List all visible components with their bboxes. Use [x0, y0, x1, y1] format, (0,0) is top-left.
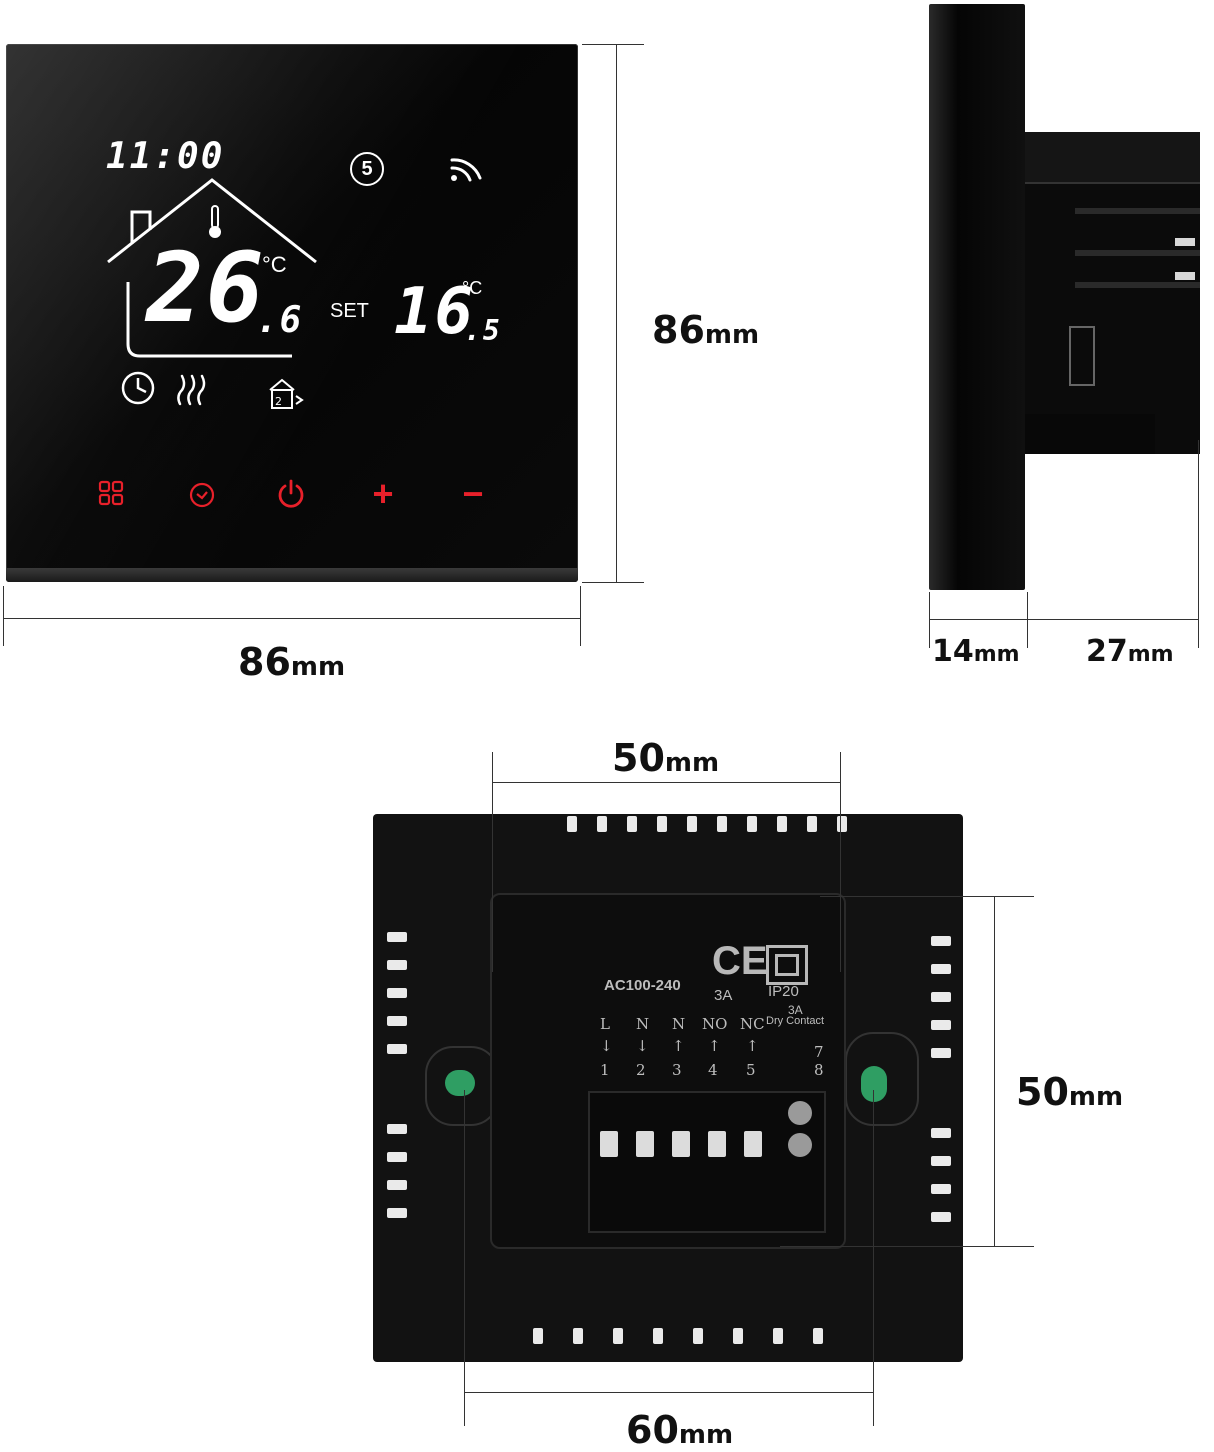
set-label: SET	[330, 300, 369, 322]
side-view-body	[1025, 132, 1200, 454]
dim-tick	[780, 1246, 1034, 1247]
dry-terminal-7: 7	[814, 1043, 824, 1061]
screw-icon	[788, 1101, 812, 1125]
dim-tick	[929, 592, 930, 648]
heating-icon	[177, 374, 206, 406]
dry-terminal-8: 8	[814, 1061, 824, 1079]
back-terminal-module: CE AC100-240 3A IP20 3A Dry Contact L 1 …	[490, 893, 846, 1249]
voltage-label: AC100-240	[604, 977, 681, 994]
dim-tick	[873, 1090, 874, 1426]
set-temperature-unit: °C	[462, 278, 483, 298]
schedule-touch-button[interactable]	[188, 480, 216, 508]
plus-touch-button[interactable]: +	[372, 473, 394, 514]
room-temperature-integer: 26	[146, 232, 266, 344]
room-temperature-unit: °C	[262, 252, 287, 277]
room-temperature-decimal: .6	[256, 300, 304, 341]
dim-tick	[582, 582, 644, 583]
set-temperature-decimal: .5	[464, 314, 502, 347]
depth-dimension-line	[929, 619, 1199, 620]
arrow-up-icon: ↑	[708, 1037, 721, 1055]
svg-text:2: 2	[275, 395, 282, 408]
right-mounting-hole	[845, 1032, 919, 1126]
arrow-up-icon: ↑	[746, 1037, 759, 1055]
module-width-label: 50mm	[612, 736, 720, 780]
terminal-3-number: 3	[672, 1061, 682, 1079]
front-height-label: 86mm	[652, 308, 760, 352]
dim-tick	[1027, 592, 1028, 648]
dry-contact-label: Dry Contact	[766, 1015, 825, 1027]
terminal-2-name: N	[636, 1015, 650, 1033]
away-mode-icon: 2	[269, 378, 304, 409]
ip-rating-label: IP20	[768, 983, 799, 1000]
terminal-4-name: NO	[702, 1015, 728, 1033]
house-outline-icon	[107, 178, 317, 358]
current-label: 3A	[714, 987, 733, 1004]
menu-touch-button[interactable]	[98, 480, 124, 506]
dim-tick	[580, 586, 581, 646]
terminal-1-number: 1	[600, 1061, 610, 1079]
terminal-block	[588, 1091, 826, 1233]
dim-tick	[492, 752, 493, 972]
ce-mark: CE	[712, 939, 768, 983]
wifi-icon	[450, 158, 482, 182]
thermostat-front-panel: 11:00 5 26 .6 °C SET 16 .5 °C	[6, 44, 578, 582]
panel-bottom-edge	[6, 568, 578, 582]
terminal-5-name: NC	[740, 1015, 765, 1033]
module-height-label: 50mm	[1016, 1070, 1124, 1114]
thermometer-icon	[209, 205, 221, 238]
arrow-down-icon: ↓	[636, 1037, 649, 1055]
program-mode-number: 5	[361, 157, 373, 180]
double-insulation-icon	[766, 945, 808, 985]
module-height-dimension-line	[994, 896, 995, 1246]
module-width-dimension-line	[492, 782, 840, 783]
terminal-1-name: L	[600, 1015, 610, 1033]
terminal-5-number: 5	[746, 1061, 756, 1079]
hole-spacing-label: 60mm	[626, 1408, 734, 1452]
height-dimension-line	[616, 44, 617, 582]
hole-spacing-dimension-line	[464, 1392, 873, 1393]
dim-tick	[3, 586, 4, 646]
dim-tick	[820, 896, 1034, 897]
program-mode-indicator: 5	[350, 152, 384, 186]
minus-touch-button[interactable]: −	[462, 473, 484, 514]
width-dimension-line	[3, 618, 580, 619]
terminal-3-name: N	[672, 1015, 686, 1033]
body-depth-label: 27mm	[1086, 634, 1174, 669]
clock-icon	[121, 371, 155, 405]
dim-tick	[840, 752, 841, 972]
power-touch-button[interactable]	[276, 478, 306, 508]
dim-tick	[464, 1090, 465, 1426]
clock-display: 11:00	[106, 136, 225, 177]
dim-tick	[1198, 440, 1199, 648]
set-temperature-integer: 16	[394, 275, 476, 349]
arrow-up-icon: ↑	[672, 1037, 685, 1055]
dry-contact-current: 3A	[788, 1003, 803, 1017]
screw-icon	[788, 1133, 812, 1157]
front-width-label: 86mm	[238, 640, 346, 684]
dim-tick	[582, 44, 644, 45]
terminal-4-number: 4	[708, 1061, 718, 1079]
plate-depth-label: 14mm	[932, 634, 1020, 669]
arrow-down-icon: ↓	[600, 1037, 613, 1055]
side-view-plate	[929, 4, 1025, 590]
terminal-2-number: 2	[636, 1061, 646, 1079]
